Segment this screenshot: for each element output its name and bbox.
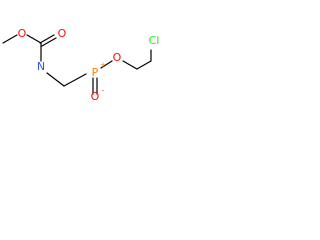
c-o-double-bond-b bbox=[41, 37, 57, 47]
phosphorus-charge: + bbox=[100, 61, 106, 69]
methoxy-o-label: O bbox=[18, 27, 27, 40]
chemical-structure: O O N P + O - O Cl bbox=[2, 27, 160, 103]
c-o-double-bond-a bbox=[39, 34, 55, 44]
ester-o-label: O bbox=[113, 51, 122, 64]
o-c-bond bbox=[26, 34, 42, 44]
n-ch2-bond bbox=[46, 72, 65, 87]
carbonyl-o-label: O bbox=[58, 27, 67, 40]
o-ch2-bond bbox=[122, 60, 138, 70]
ch2-ch2-bond bbox=[136, 60, 152, 70]
chlorine-label: Cl bbox=[149, 34, 160, 47]
phosphinyl-o-label: O bbox=[91, 90, 100, 103]
ch2-p-bond bbox=[63, 73, 87, 87]
amide-n-label: N bbox=[37, 60, 45, 73]
p-o-bond bbox=[100, 60, 113, 69]
phosphinyl-o-charge: - bbox=[102, 87, 105, 95]
methyl-o-bond bbox=[2, 34, 18, 44]
phosphorus-label: P bbox=[92, 66, 99, 79]
